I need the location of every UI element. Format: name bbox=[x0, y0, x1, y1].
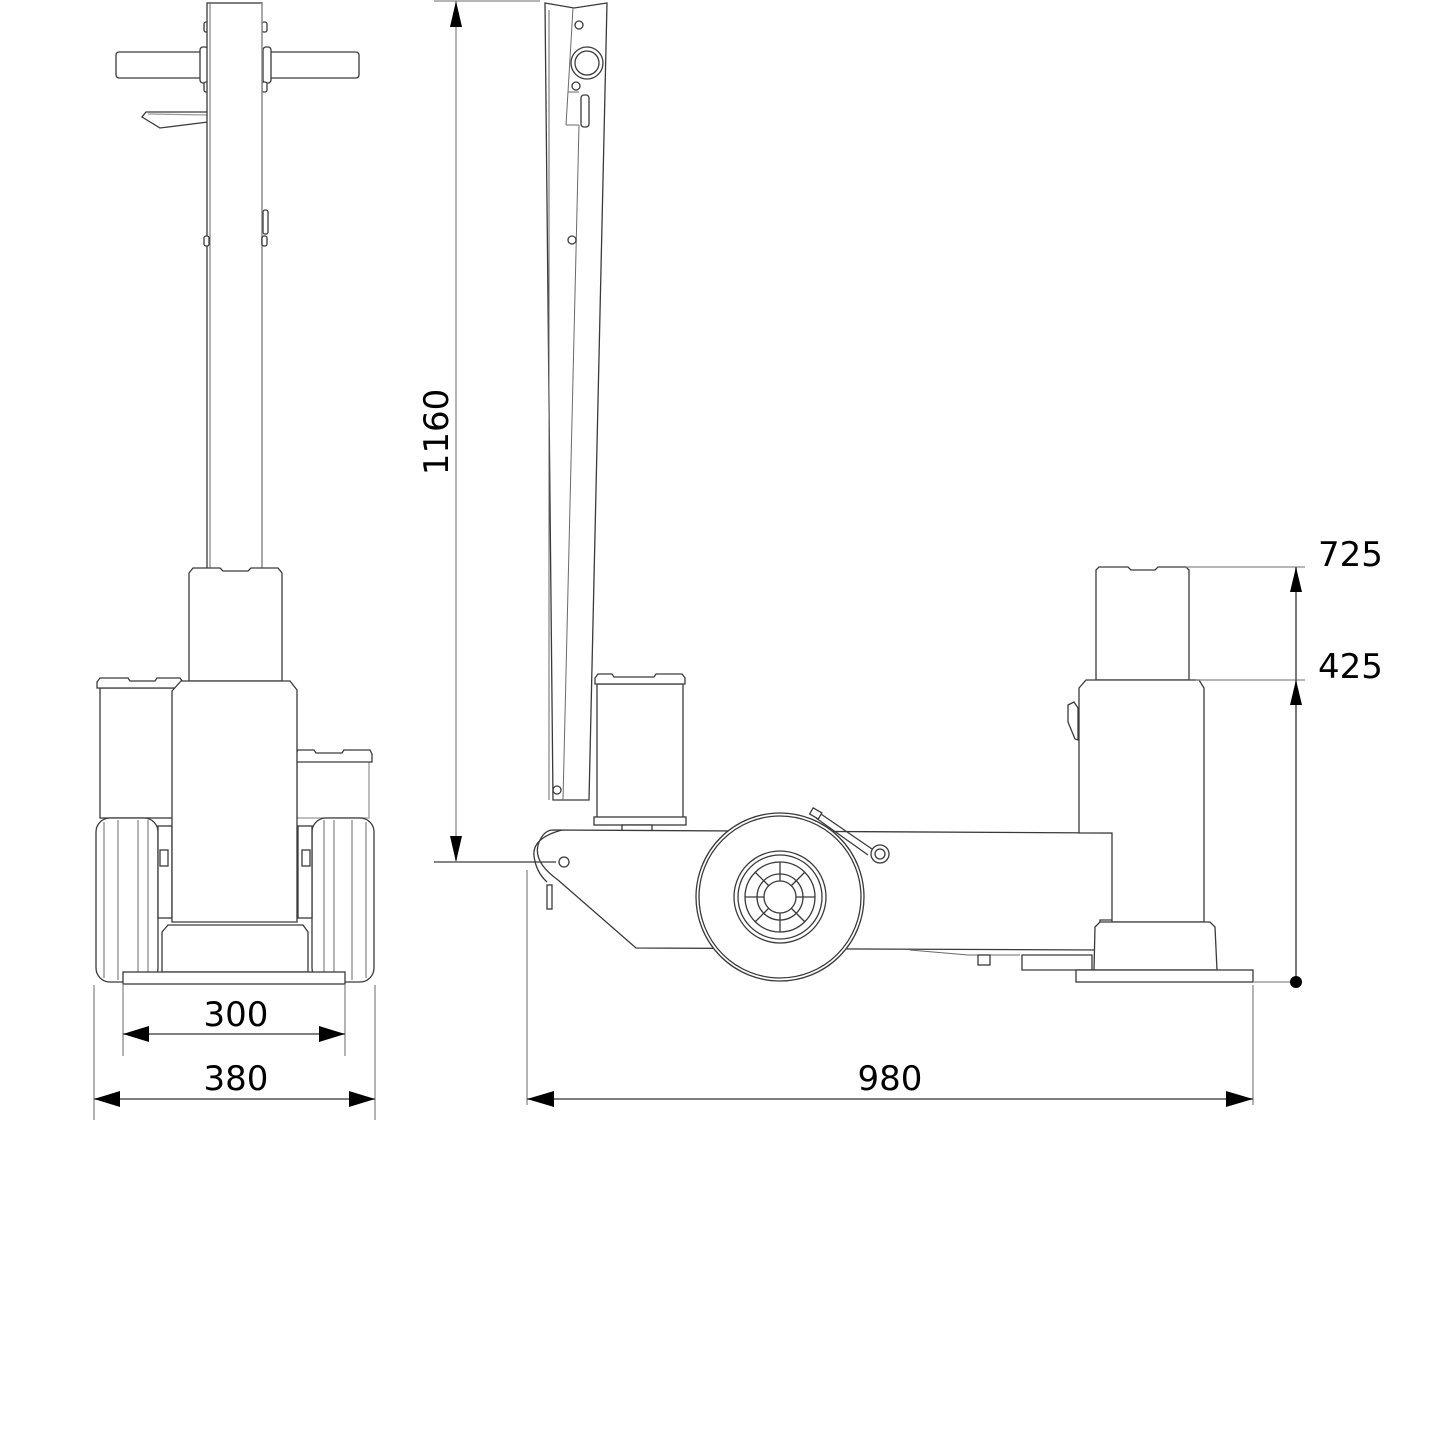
front-cylinder-body bbox=[171, 680, 298, 923]
dim-label-300: 300 bbox=[204, 995, 269, 1035]
front-view bbox=[95, 2, 375, 985]
dim-label-980: 980 bbox=[858, 1059, 923, 1099]
dimension-300: 300 bbox=[122, 985, 346, 1056]
side-base-plate bbox=[1075, 969, 1254, 983]
tow-lever bbox=[808, 807, 890, 864]
dim-label-725: 725 bbox=[1318, 535, 1383, 575]
dimension-1160: 1160 bbox=[417, 0, 540, 862]
dimension-980: 980 bbox=[526, 870, 1254, 1107]
side-handle bbox=[544, 2, 608, 801]
release-lever bbox=[141, 111, 209, 129]
dim-label-1160: 1160 bbox=[417, 389, 457, 476]
side-small-saddle bbox=[593, 673, 687, 856]
datum-dot bbox=[1290, 976, 1302, 988]
handle-column bbox=[206, 2, 263, 574]
dim-label-425: 425 bbox=[1318, 647, 1383, 687]
side-view bbox=[434, 2, 1254, 983]
left-saddle bbox=[96, 677, 184, 819]
dim-label-380: 380 bbox=[204, 1059, 269, 1099]
left-wheel bbox=[95, 817, 173, 983]
front-base-plate bbox=[122, 971, 346, 985]
dimension-725-425: 725 425 bbox=[1186, 535, 1383, 988]
right-wheel bbox=[297, 817, 375, 983]
dimension-380: 380 bbox=[93, 985, 376, 1120]
side-wheel bbox=[695, 812, 865, 982]
right-saddle bbox=[295, 749, 373, 819]
side-main-ram bbox=[1095, 566, 1190, 681]
front-ram bbox=[188, 567, 283, 682]
